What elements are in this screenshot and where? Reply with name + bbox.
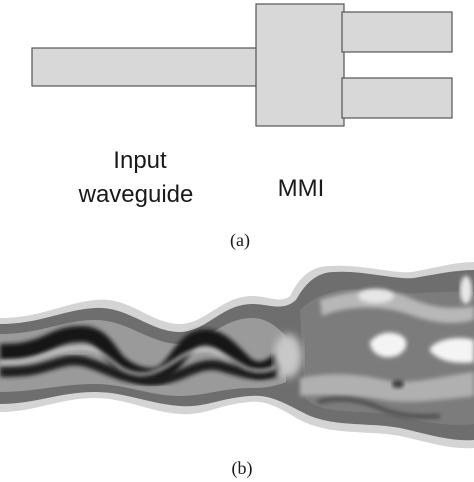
beam-bright-fringe: [0, 346, 277, 376]
panel-a-caption: (a): [230, 230, 250, 251]
mmi-dark-spot: [392, 380, 404, 388]
panel-a-schematic: Input waveguide MMI (a): [31, 3, 453, 251]
mmi-light-band-lower: [300, 372, 474, 402]
output-waveguide-upper: [341, 11, 453, 53]
mmi-entrance-glow: [274, 334, 302, 378]
mmi-light-band-upper: [320, 290, 474, 323]
mmi-bright-spot-top: [358, 289, 394, 303]
panel-b-field-map: (b): [0, 262, 474, 479]
input-waveguide-label-line2: waveguide: [78, 181, 194, 208]
mmi-bright-spot-center: [370, 332, 407, 358]
input-waveguide-block: [31, 47, 259, 87]
mmi-bright-spot-edge: [460, 276, 472, 304]
mmi-block: [255, 3, 345, 127]
input-waveguide-label-line1: Input: [113, 147, 167, 174]
mmi-label: MMI: [278, 175, 325, 202]
beam-dark-core-lower: [0, 355, 278, 385]
panel-b-caption: (b): [232, 458, 253, 479]
mmi-dark-contour: [317, 397, 441, 419]
mmi-bright-spot-right: [429, 338, 474, 363]
output-waveguide-lower: [341, 77, 453, 119]
